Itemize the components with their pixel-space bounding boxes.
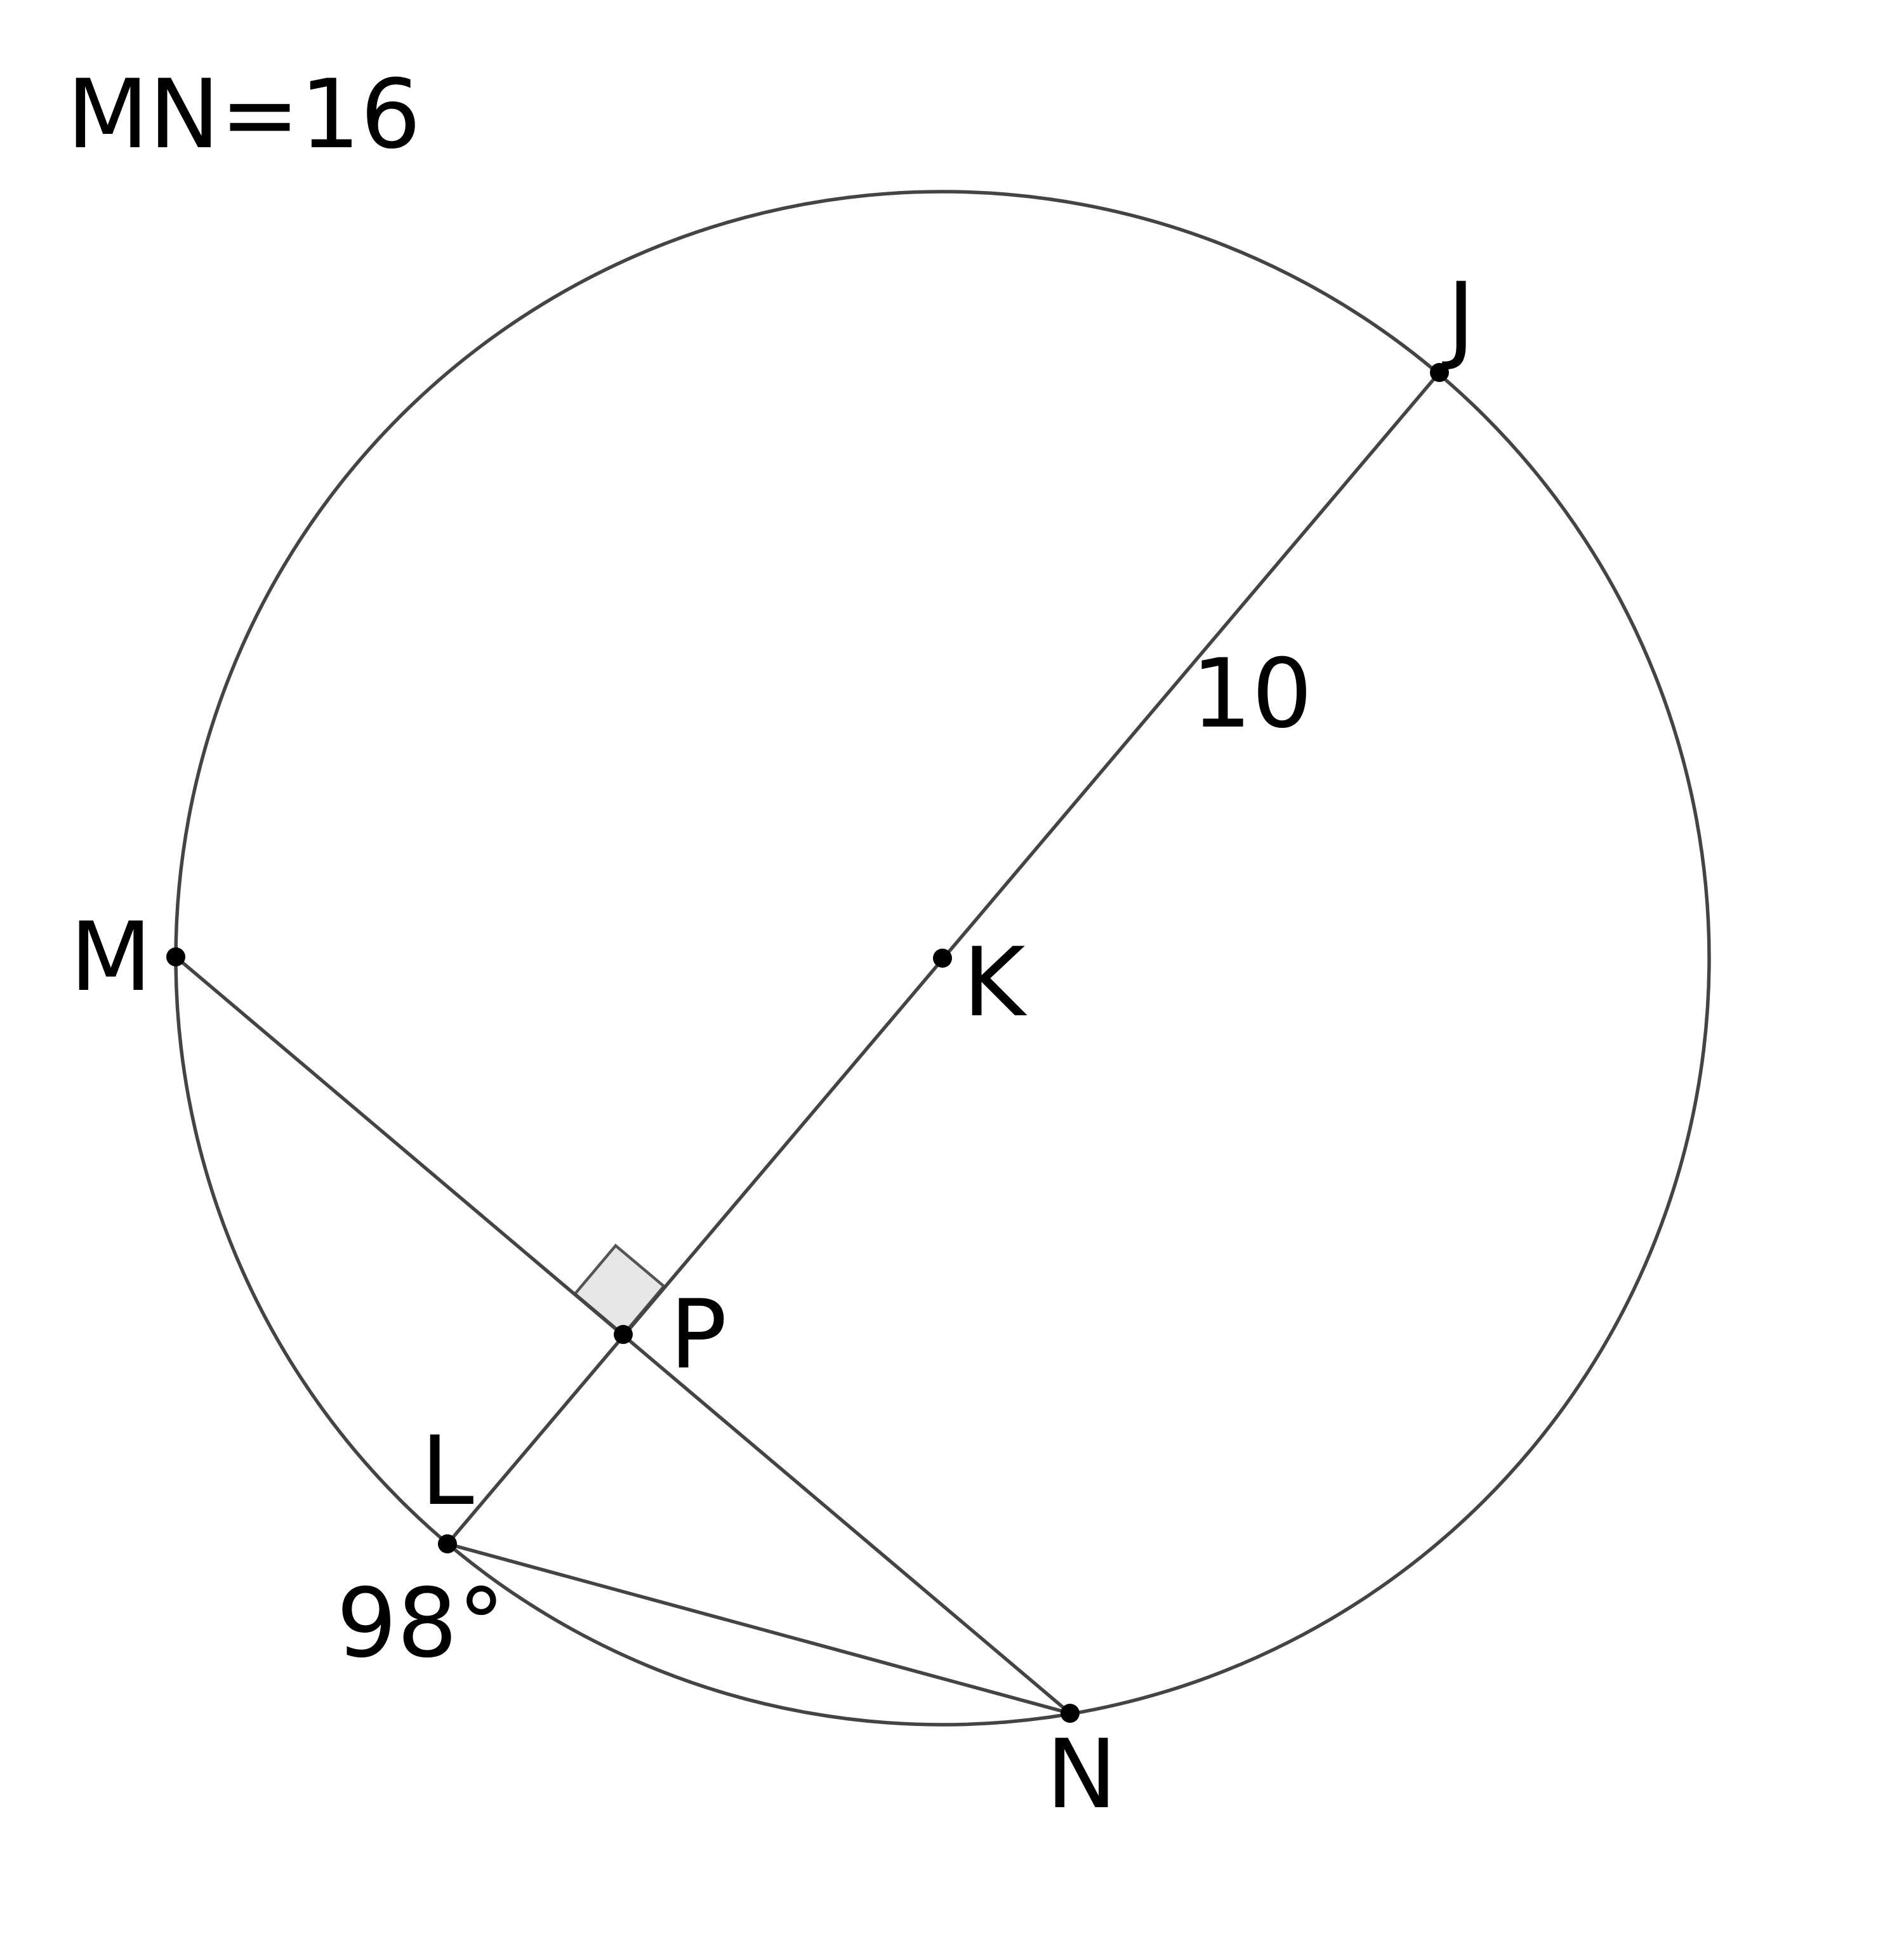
point-N [1061, 1704, 1080, 1723]
label-L: L [421, 1416, 474, 1527]
label-P: P [670, 1280, 727, 1390]
right-angle-marker [572, 1243, 666, 1337]
label-M: M [70, 902, 152, 1013]
label-N: N [1046, 1720, 1117, 1830]
label-K: K [963, 928, 1028, 1038]
arc-measure-label: 98° [336, 1569, 505, 1679]
point-K [933, 949, 952, 968]
point-P [614, 1325, 633, 1344]
point-L [438, 1534, 457, 1553]
point-M [166, 947, 185, 966]
radius-label: 10 [1191, 639, 1312, 749]
given-text: MN=16 [67, 60, 421, 170]
segment-LN [447, 1542, 1071, 1715]
point-J [1430, 363, 1449, 382]
label-J: J [1442, 263, 1475, 373]
